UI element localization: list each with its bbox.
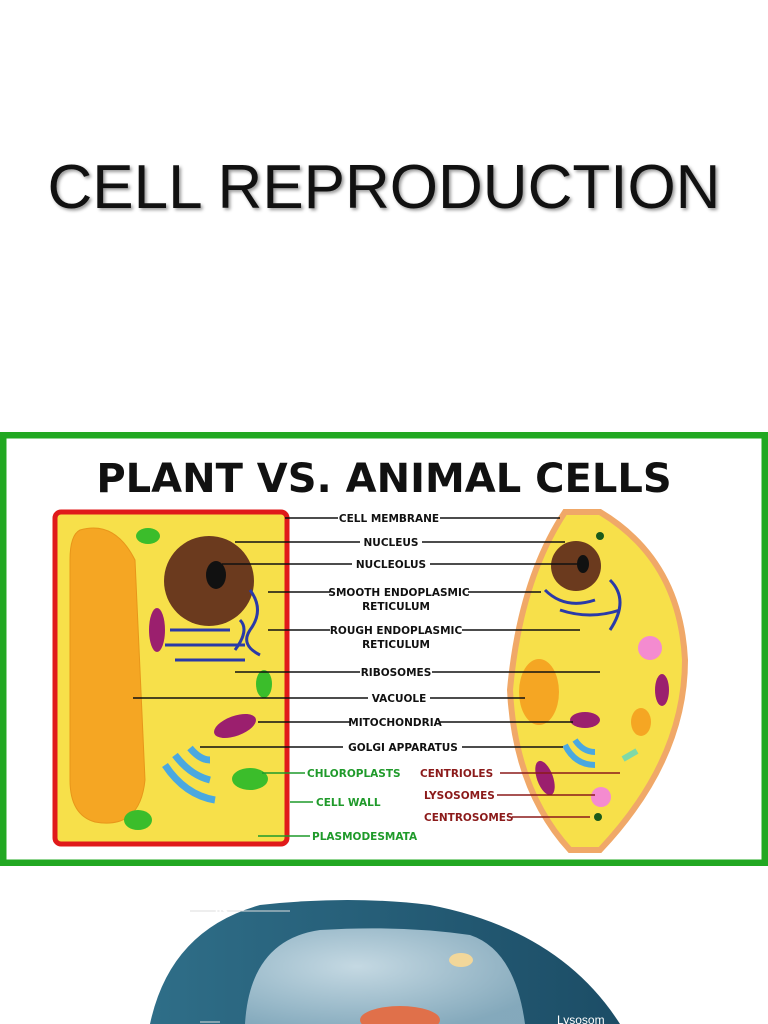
label-cell-membrane: CELL MEMBRANE xyxy=(339,513,439,525)
label-rough-er: ROUGH ENDOPLASMIC xyxy=(330,625,463,637)
plant-cell xyxy=(52,509,290,847)
label-smooth-er: SMOOTH ENDOPLASMIC xyxy=(328,587,470,599)
label-smooth-er-2: RETICULUM xyxy=(362,601,430,613)
animal-cell xyxy=(506,509,689,853)
label-plasmodesmata: PLASMODESMATA xyxy=(312,831,418,843)
diagram-heading: PLANT VS. ANIMAL CELLS xyxy=(96,456,671,502)
slide-title: CELL REPRODUCTION xyxy=(47,153,721,222)
label-centrosomes: CENTROSOMES xyxy=(424,812,514,824)
partial-label-left: us xyxy=(215,905,228,917)
animal-cell-illustration: us Lysosom xyxy=(150,900,620,1024)
label-mitochondria: MITOCHONDRIA xyxy=(348,717,442,729)
partial-label-lysosome: Lysosom xyxy=(557,1013,605,1024)
label-vacuole: VACUOLE xyxy=(372,693,427,705)
label-nucleus: NUCLEUS xyxy=(364,537,419,549)
label-nucleolus: NUCLEOLUS xyxy=(356,559,426,571)
label-lysosomes: LYSOSOMES xyxy=(424,790,495,802)
label-ribosomes: RIBOSOMES xyxy=(361,667,432,679)
label-centrioles: CENTRIOLES xyxy=(420,768,493,780)
plant-vs-animal-cells-diagram: PLANT VS. ANIMAL CELLS xyxy=(0,432,768,866)
label-chloroplasts: CHLOROPLASTS xyxy=(307,768,401,780)
label-rough-er-2: RETICULUM xyxy=(362,639,430,651)
label-cell-wall: CELL WALL xyxy=(316,797,381,809)
label-golgi: GOLGI APPARATUS xyxy=(348,742,458,754)
